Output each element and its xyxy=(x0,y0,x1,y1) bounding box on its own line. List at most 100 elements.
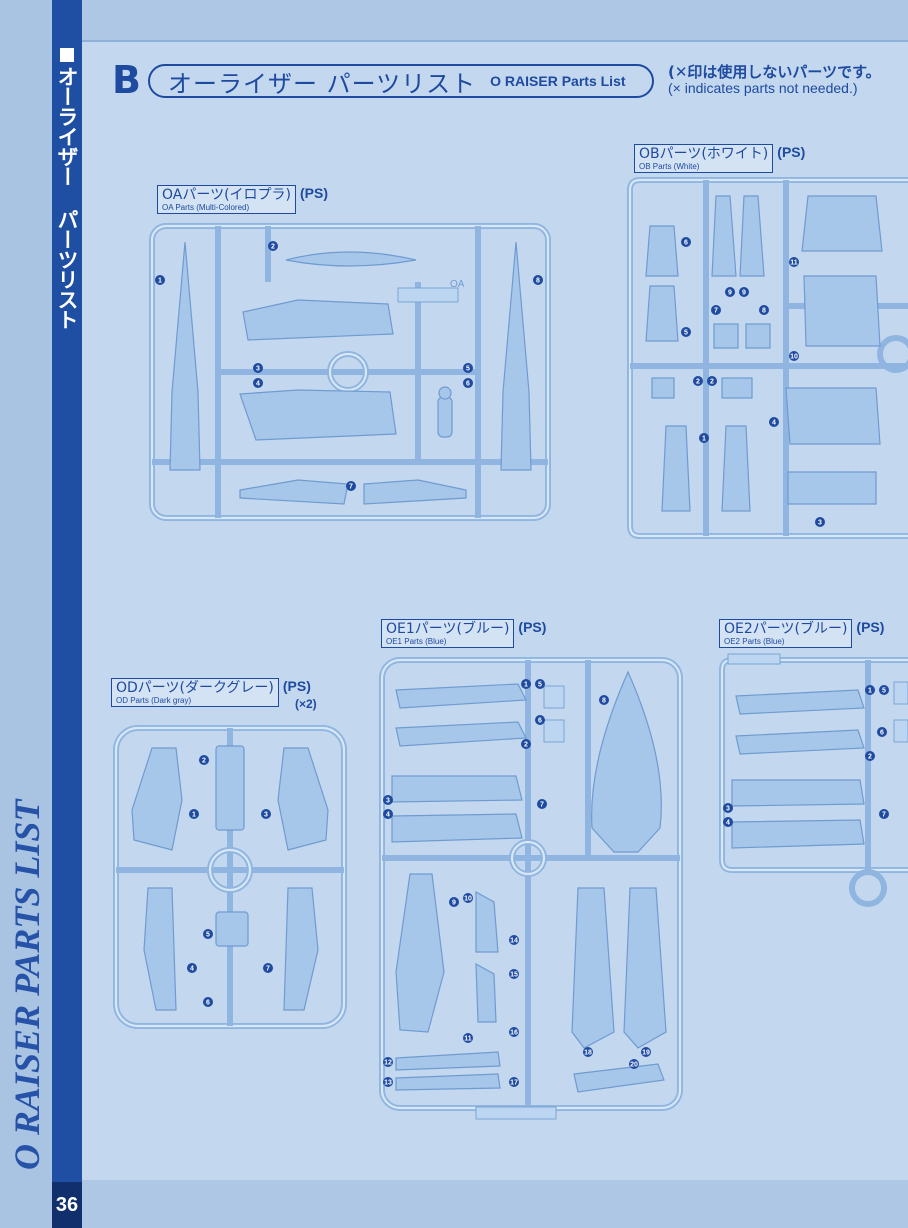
oa-part-number-6: 6 xyxy=(463,378,473,388)
oe1-part-11 xyxy=(475,962,497,1023)
oa-part-number-1: 1 xyxy=(155,275,165,285)
ob-part-number-9a: 9 xyxy=(725,287,735,297)
oe1-part-number-1: 1 xyxy=(521,679,531,689)
svg-text:8: 8 xyxy=(602,698,606,705)
svg-text:3: 3 xyxy=(386,798,390,805)
oe1-part-number-6: 6 xyxy=(535,715,545,725)
svg-text:2: 2 xyxy=(710,379,714,386)
oa-part-7b xyxy=(363,479,467,505)
square-bullet-icon xyxy=(60,48,74,62)
oa-label-en: OA Parts (Multi-Colored) xyxy=(162,203,250,212)
oa-stamp-plate xyxy=(397,287,459,303)
oa-part-2 xyxy=(285,251,417,267)
svg-text:16: 16 xyxy=(510,1030,518,1037)
oe1-part-number-17: 17 xyxy=(509,1077,519,1087)
oa-part-1 xyxy=(169,241,201,471)
oe1-part-10 xyxy=(475,890,499,953)
ob-part-number-8: 8 xyxy=(759,305,769,315)
oe1-part-number-13: 13 xyxy=(383,1077,393,1087)
ob-label-ps: (PS) xyxy=(777,144,806,160)
ob-part-number-7: 7 xyxy=(711,305,721,315)
svg-text:14: 14 xyxy=(510,938,518,945)
svg-text:4: 4 xyxy=(190,966,194,973)
svg-text:4: 4 xyxy=(726,820,730,827)
od-part-number-5: 5 xyxy=(203,929,213,939)
unused-parts-note: (✕印は使用しないパーツです。 (× indicates parts not n… xyxy=(668,64,881,96)
ob-part-1b xyxy=(721,425,751,512)
oe1-runner-label: OE1パーツ(ブルー) OE1 Parts (Blue) (PS) xyxy=(381,619,546,648)
oe1-part-number-16: 16 xyxy=(509,1027,519,1037)
svg-text:9: 9 xyxy=(728,290,732,297)
oe1-label-box: OE1パーツ(ブルー) OE1 Parts (Blue) xyxy=(381,619,515,648)
oa-part-figure xyxy=(437,396,453,438)
svg-text:5: 5 xyxy=(684,330,688,337)
svg-text:10: 10 xyxy=(790,354,798,361)
od-label-box: ODパーツ(ダークグレー) OD Parts (Dark gray) xyxy=(111,678,279,707)
oe1-part-18 xyxy=(571,887,615,1049)
oa-label-ps: (PS) xyxy=(300,185,328,201)
ob-part-11b xyxy=(803,275,881,347)
note-en: (× indicates parts not needed.) xyxy=(668,80,858,96)
svg-text:9: 9 xyxy=(452,900,456,907)
svg-text:20: 20 xyxy=(630,1062,638,1069)
ob-runner-label: OBパーツ(ホワイト) OB Parts (White) (PS) xyxy=(634,144,805,173)
ob-label-jp: OBパーツ(ホワイト) xyxy=(639,146,769,162)
oa-part-figure-head xyxy=(438,386,452,400)
od-part-number-1: 1 xyxy=(189,809,199,819)
svg-text:5: 5 xyxy=(882,688,886,695)
svg-text:1: 1 xyxy=(702,436,706,443)
oe1-part-number-8: 8 xyxy=(599,695,609,705)
od-label-ps: (PS) xyxy=(282,678,311,694)
oe1-part-number-9: 9 xyxy=(449,897,459,907)
ob-part-number-1: 1 xyxy=(699,433,709,443)
ob-part-number-5: 5 xyxy=(681,327,691,337)
header-strip xyxy=(82,0,908,40)
oe1-part-4 xyxy=(391,813,523,843)
oe1-label-en: OE1 Parts (Blue) xyxy=(386,637,447,646)
sidebar-title-en: O RAISER PARTS LIST xyxy=(7,799,47,1170)
oa-part-number-5: 5 xyxy=(463,363,473,373)
oe1-part-9 xyxy=(395,873,445,1033)
oe1-part-number-15: 15 xyxy=(509,969,519,979)
oe2-part-number-4: 4 xyxy=(723,817,733,827)
oe1-part-number-2: 2 xyxy=(521,739,531,749)
svg-text:8: 8 xyxy=(536,278,540,285)
svg-text:7: 7 xyxy=(882,812,886,819)
page-number: 36 xyxy=(52,1182,82,1228)
svg-text:2: 2 xyxy=(271,244,275,251)
od-part-number-3: 3 xyxy=(261,809,271,819)
oa-part-number-3: 3 xyxy=(253,363,263,373)
svg-text:2: 2 xyxy=(202,758,206,765)
svg-text:4: 4 xyxy=(772,420,776,427)
ob-part-11a xyxy=(801,195,883,252)
svg-text:7: 7 xyxy=(540,802,544,809)
ob-part-number-9b: 9 xyxy=(739,287,749,297)
oe2-stamp-plate xyxy=(727,653,781,665)
ob-part-number-2b: 2 xyxy=(707,376,717,386)
od-part-4 xyxy=(143,887,177,1011)
oa-part-number-7: 7 xyxy=(346,481,356,491)
svg-text:6: 6 xyxy=(466,381,470,388)
ob-part-4 xyxy=(785,387,881,445)
ob-part-7 xyxy=(713,323,739,349)
svg-text:5: 5 xyxy=(466,366,470,373)
oa-stamp: OA xyxy=(450,279,465,290)
oe1-part-20 xyxy=(573,1063,665,1093)
oe2-part-number-1: 1 xyxy=(865,685,875,695)
oe1-label-jp: OE1パーツ(ブルー) xyxy=(386,621,510,637)
svg-text:5: 5 xyxy=(206,932,210,939)
oe2-runner: 1 5 6 2 3 4 7 xyxy=(719,653,908,907)
svg-text:3: 3 xyxy=(818,520,822,527)
svg-text:7: 7 xyxy=(714,308,718,315)
svg-text:9: 9 xyxy=(742,290,746,297)
svg-text:15: 15 xyxy=(510,972,518,979)
oa-part-4 xyxy=(239,389,397,441)
svg-text:1: 1 xyxy=(158,278,162,285)
oe2-label-ps: (PS) xyxy=(856,619,885,635)
oe1-part-5 xyxy=(543,685,565,709)
ob-part-2a xyxy=(651,377,675,399)
ob-runner: 6 5 9 9 7 8 2 2 1 11 10 4 3 xyxy=(627,177,908,539)
ob-part-number-11: 11 xyxy=(789,257,799,267)
sidebar-bar xyxy=(52,0,82,1228)
svg-text:17: 17 xyxy=(510,1080,518,1087)
